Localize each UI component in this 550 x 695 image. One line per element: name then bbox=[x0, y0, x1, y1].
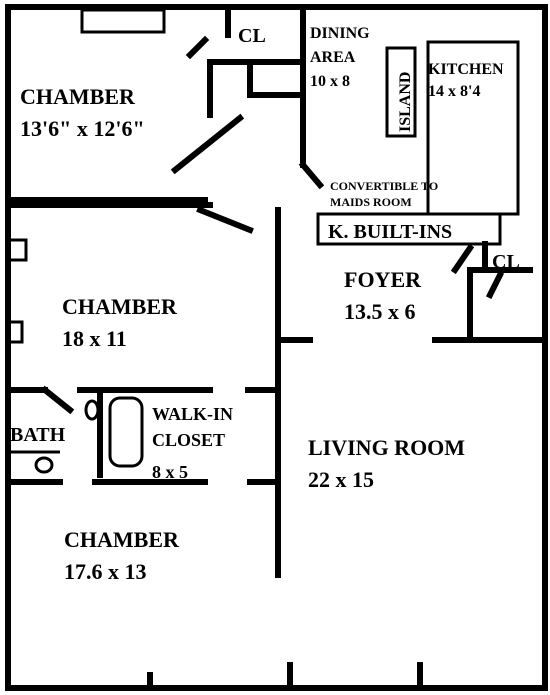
island-label: ISLAND bbox=[397, 72, 414, 132]
chamber-top-name: CHAMBER bbox=[20, 84, 136, 109]
dining-size: 10 x 8 bbox=[310, 73, 350, 90]
dining-name-1: DINING bbox=[310, 25, 370, 42]
closet-foyer-label: CL bbox=[492, 251, 520, 273]
built-ins-label: K. BUILT-INS bbox=[328, 221, 452, 243]
bath-name: BATH bbox=[10, 424, 66, 446]
living-name: LIVING ROOM bbox=[308, 435, 465, 460]
island-counter bbox=[385, 46, 417, 138]
chamber-mid-name: CHAMBER bbox=[62, 294, 178, 319]
kitchen-built-ins-counter bbox=[316, 212, 502, 246]
chamber-bot-size: 17.6 x 13 bbox=[64, 559, 147, 584]
convertible-line-1: CONVERTIBLE TO bbox=[330, 179, 438, 193]
dining-name-2: AREA bbox=[310, 49, 356, 66]
interior-walls bbox=[5, 7, 548, 691]
bathtub bbox=[108, 396, 144, 468]
living-size: 22 x 15 bbox=[308, 467, 374, 492]
foyer-name: FOYER bbox=[344, 267, 422, 292]
toilet bbox=[84, 399, 100, 421]
fixture-mid-chamber-2 bbox=[6, 320, 24, 344]
foyer-size: 13.5 x 6 bbox=[344, 299, 416, 324]
window-top-left bbox=[80, 8, 166, 34]
chamber-bot-name: CHAMBER bbox=[64, 527, 180, 552]
walkin-name-1: WALK-IN bbox=[152, 404, 233, 424]
exterior-walls bbox=[5, 4, 548, 691]
closet-top-label: CL bbox=[238, 25, 266, 47]
convertible-line-2: MAIDS ROOM bbox=[330, 195, 412, 209]
chamber-mid-size: 18 x 11 bbox=[62, 326, 127, 351]
room-labels: CHAMBER 13'6" x 12'6" CL DINING AREA 10 … bbox=[10, 25, 520, 584]
walkin-size: 8 x 5 bbox=[152, 462, 188, 482]
kitchen-name: KITCHEN bbox=[428, 61, 504, 78]
kitchen-size: 14 x 8'4 bbox=[428, 83, 480, 100]
fixture-mid-chamber bbox=[6, 238, 28, 262]
sink bbox=[34, 456, 54, 474]
chamber-top-size: 13'6" x 12'6" bbox=[20, 116, 145, 141]
walkin-name-2: CLOSET bbox=[152, 430, 225, 450]
